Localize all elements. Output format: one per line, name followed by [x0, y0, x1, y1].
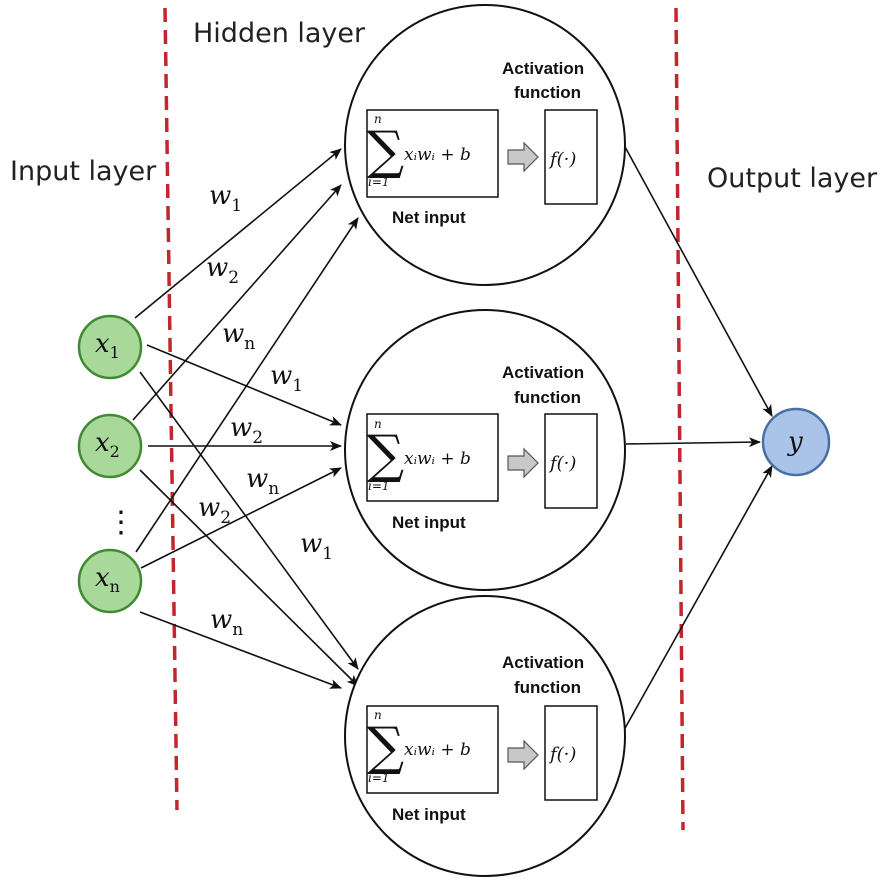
weight-label: w2 — [198, 493, 231, 528]
weight-label: wn — [246, 464, 279, 499]
edge-x1-neuron1 — [134, 148, 342, 319]
sum-lower-limit: i=1 — [368, 479, 390, 493]
weight-labels: w1 w2 wn w1 w2 wn w2 w1 wn — [198, 181, 333, 640]
activation-label-line1: Activation — [502, 653, 584, 672]
input-node-x1: x1 — [77, 314, 143, 380]
edge-xn-neuron2 — [140, 467, 342, 569]
edge-x2-neuron3 — [139, 469, 359, 687]
sum-expression: xᵢwᵢ + b — [404, 145, 471, 165]
edge-x1-neuron3 — [139, 371, 359, 670]
input-node-label: x1 — [95, 329, 120, 362]
weight-label: wn — [222, 319, 255, 354]
activation-function-box — [544, 413, 598, 509]
activation-label-line1: Activation — [502, 59, 584, 78]
output-layer-label: Output layer — [707, 163, 878, 194]
edge-x2-neuron1 — [132, 184, 342, 421]
net-input-label: Net input — [392, 208, 466, 227]
hidden-neuron-1: Activation function n ∑ i=1 xᵢwᵢ + b f(·… — [344, 4, 626, 286]
sigma-symbol: ∑ — [367, 425, 404, 485]
sigma-symbol: ∑ — [367, 717, 404, 777]
net-input-label: Net input — [392, 513, 466, 532]
activation-function-symbol: f(·) — [548, 744, 576, 765]
sum-upper-limit: n — [374, 708, 382, 722]
weight-label: wn — [210, 605, 243, 640]
input-node-label: xn — [95, 563, 120, 596]
activation-function-box — [544, 705, 598, 801]
process-arrow-icon — [507, 141, 539, 173]
sigma-symbol: ∑ — [367, 121, 404, 181]
activation-label-line2: function — [514, 83, 581, 102]
input-node-x2: x2 — [77, 413, 143, 479]
process-arrow-icon — [507, 447, 539, 479]
sum-lower-limit: i=1 — [368, 771, 390, 785]
activation-label-line2: function — [514, 678, 581, 697]
input-layer-label: Input layer — [10, 156, 157, 187]
activation-function-symbol: f(·) — [548, 453, 576, 474]
edge-neuron2-y — [625, 437, 761, 448]
activation-label-line2: function — [514, 388, 581, 407]
sum-upper-limit: n — [374, 112, 382, 126]
edge-x1-neuron2 — [146, 344, 342, 426]
weight-label: w1 — [300, 529, 333, 564]
ellipsis-dots: ⋮ — [106, 505, 136, 540]
edge-xn-neuron1 — [135, 217, 359, 553]
output-node-label: y — [787, 427, 803, 457]
edge-neuron1-y — [623, 144, 773, 417]
net-input-box — [366, 109, 499, 198]
hidden-neuron-3: Activation function n ∑ i=1 xᵢwᵢ + b f(·… — [344, 595, 626, 877]
activation-function-box — [544, 109, 598, 205]
input-node-xn: xn — [77, 548, 143, 614]
edge-neuron3-y — [623, 465, 773, 731]
activation-function-symbol: f(·) — [548, 149, 576, 170]
weight-label: w1 — [270, 361, 303, 396]
activation-label-line1: Activation — [502, 363, 584, 382]
input-hidden-divider — [163, 7, 179, 811]
sum-lower-limit: i=1 — [368, 175, 390, 189]
sum-expression: xᵢwᵢ + b — [404, 740, 471, 760]
hidden-output-divider — [674, 7, 685, 831]
sum-expression: xᵢwᵢ + b — [404, 449, 471, 469]
input-connections — [132, 148, 359, 689]
process-arrow-icon — [507, 739, 539, 771]
hidden-layer-label: Hidden layer — [193, 18, 366, 49]
input-node-label: x2 — [95, 428, 120, 461]
output-connections — [623, 144, 773, 731]
hidden-neuron-2: Activation function n ∑ i=1 xᵢwᵢ + b f(·… — [344, 309, 626, 591]
net-input-label: Net input — [392, 805, 466, 824]
weight-label: w2 — [230, 413, 263, 448]
net-input-box — [366, 413, 499, 502]
weight-label: w2 — [206, 253, 239, 288]
edge-xn-neuron3 — [139, 611, 342, 689]
weight-label: w1 — [209, 181, 242, 216]
output-node-y: y — [761, 407, 831, 477]
sum-upper-limit: n — [374, 417, 382, 431]
net-input-box — [366, 705, 499, 794]
